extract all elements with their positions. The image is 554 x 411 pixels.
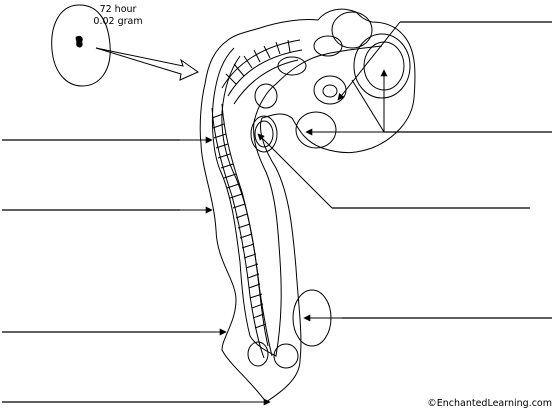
heart <box>250 115 278 153</box>
brain-lobe-top <box>331 11 373 49</box>
egg-outline <box>51 4 111 87</box>
heart-inner <box>254 120 274 148</box>
brain-lobe-small <box>313 35 343 57</box>
neural-tube-inner <box>221 103 273 357</box>
gill-arch-1 <box>254 83 278 109</box>
pointer-right-3 <box>257 133 333 209</box>
ear-vesicle-inner <box>322 84 338 98</box>
pharyngeal-pouch <box>277 56 307 76</box>
pointer-right-1 <box>337 21 401 101</box>
embryo-inner-outline <box>211 45 383 357</box>
tail-bulb-right <box>273 343 299 369</box>
egg-age-label: 72 hour <box>100 4 137 15</box>
forebrain-bulge <box>295 111 337 149</box>
pointer-right-2c <box>351 79 385 133</box>
credit-text: ©EnchantedLearning.com <box>427 398 552 409</box>
egg-to-embryo-arrow <box>95 47 200 81</box>
embryo-innermost-line <box>221 55 269 347</box>
embryo <box>199 8 416 403</box>
right-label-blanks <box>257 21 552 322</box>
egg-weight-label: 0.02 gram <box>93 16 142 27</box>
somites <box>211 113 267 329</box>
neural-tube-outer <box>211 107 265 359</box>
dorsal-grid <box>221 39 303 105</box>
tail-bulb-left <box>247 341 269 367</box>
embryo-outer-outline <box>199 8 416 403</box>
left-label-blanks <box>2 136 271 406</box>
ear-vesicle-outer <box>313 75 347 105</box>
eye-outer <box>353 33 411 99</box>
embryo-speck <box>75 35 83 48</box>
egg-inset: 72 hour 0.02 gram <box>51 4 143 87</box>
